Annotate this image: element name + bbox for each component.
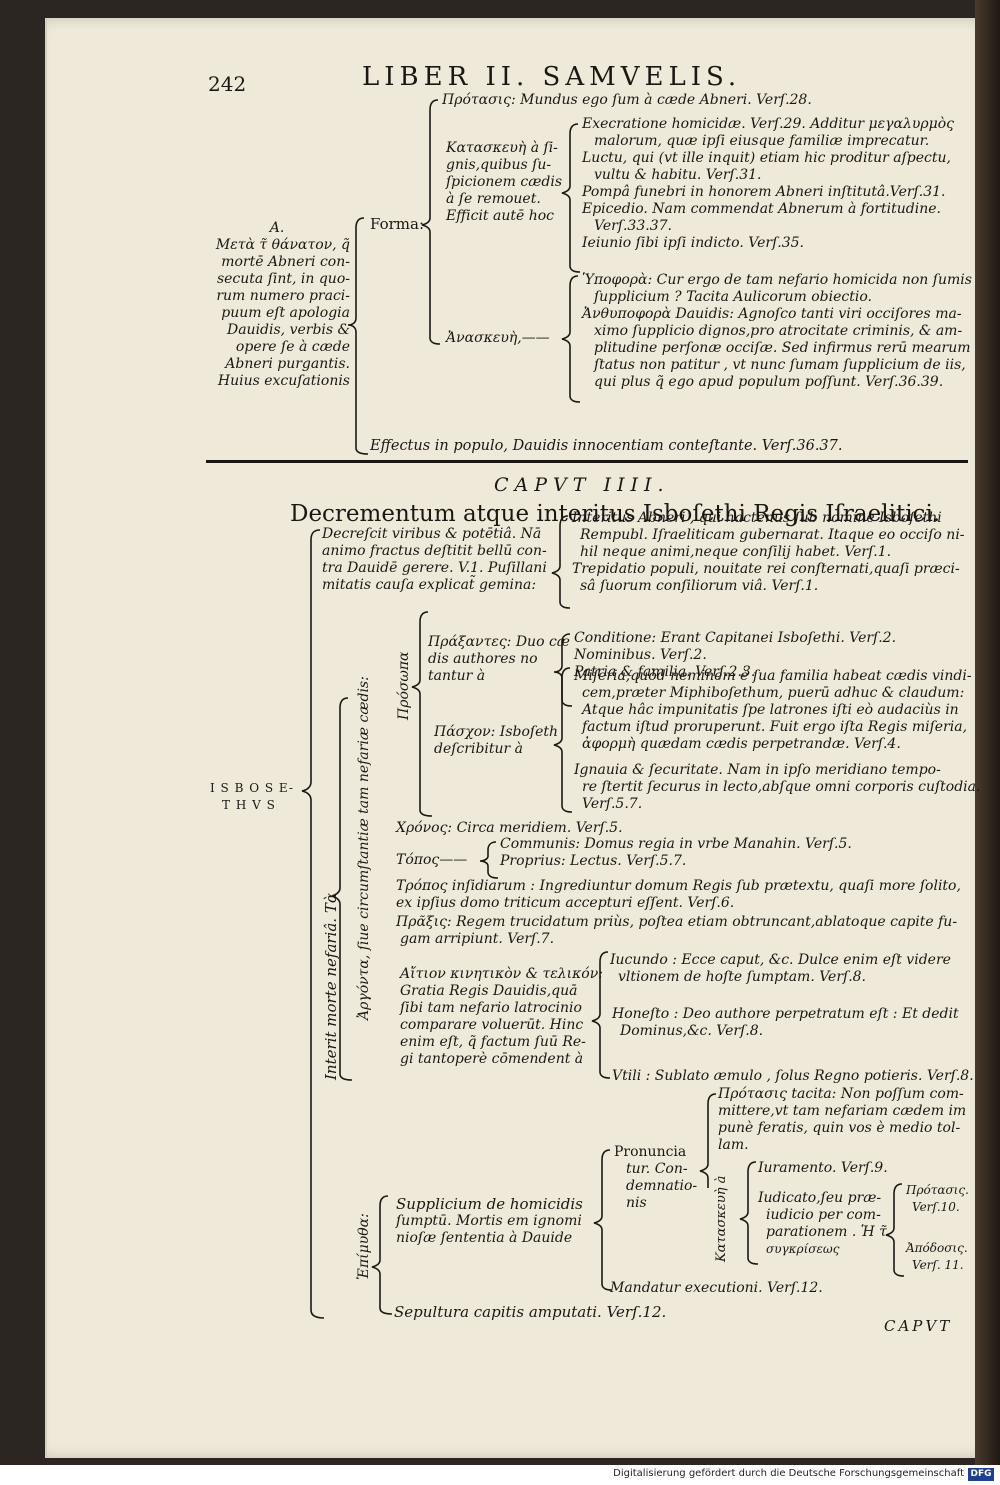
footer-bar: Digitalisierung gefördert durch die Deut… xyxy=(0,1465,1000,1485)
protasis-tacita-block: Πρότασις tacita: Non poſſum com- mittere… xyxy=(718,1086,967,1153)
sepultura-line: Sepultura capitis amputati. Verſ.12. xyxy=(394,1303,667,1321)
kataskeue-vertical: Κατασκευὴ à xyxy=(714,1175,729,1262)
running-title: LIBER II. SAMVELIS. xyxy=(362,62,742,92)
s2-root: I S B O S E- T H V S xyxy=(210,781,294,812)
decrescit-block: Decreſcit viribus & potētiâ. Nā animo fr… xyxy=(322,526,547,593)
mandatur-line: Mandatur executioni. Verſ.12. xyxy=(610,1280,823,1296)
vtili-line: Vtili : Sublato æmulo , ſolus Regno poti… xyxy=(612,1068,974,1084)
kataskeue-block: Κατασκευὴ à ſi- gnis,quibus ſu- ſpicione… xyxy=(446,140,563,224)
iucundo-block: Iucundo : Ecce caput, &c. Dulce enim eſt… xyxy=(610,952,951,985)
epimythia-vertical: Ἐπίμυθα: xyxy=(356,1213,372,1280)
topos-items: Communis: Domus regia in vrbe Manahin. V… xyxy=(500,836,852,869)
aition-block: Αἴτιον κινητικὸν & τελικόν: Gratia Regis… xyxy=(400,966,603,1067)
book-page xyxy=(45,18,992,1458)
paschon-block: Πάσχον: Isboſeth deſcribitur à xyxy=(434,724,559,757)
apodosis-block: Ἀπόδοσις. Verſ. 11. xyxy=(906,1241,968,1272)
interit-vertical: Interit morte nefariâ. Τὰ xyxy=(322,893,340,1080)
section-rule xyxy=(206,460,968,463)
miseria-block: Miſeria,quòd neminem è ſua familia habea… xyxy=(574,668,972,752)
footer-text: Digitalisierung gefördert durch die Deut… xyxy=(613,1468,964,1479)
prosopa-vertical: Πρόσωπα xyxy=(396,651,412,721)
decrescit-items: Interitus Abneri , qui hactenus ſub nomi… xyxy=(572,510,965,594)
praxis-block: Πρᾶξις: Regem trucidatum priùs, poſtea e… xyxy=(396,914,958,947)
topos-label: Τόπος—— xyxy=(396,852,468,868)
ignauia-block: Ignauia & ſecuritate. Nam in ipſo meridi… xyxy=(574,762,981,812)
s1-root: A. Μετὰ τ̃ θάνατον, q̃ mortē Abneri con-… xyxy=(215,220,350,389)
prattontes-items: Conditione: Erant Capitanei Isboſethi. V… xyxy=(574,630,897,680)
iudicato-block: Iudicato,ſeu præ- iudicio per com- parat… xyxy=(758,1190,887,1256)
chapter-title: Decrementum atque interitus Isboſethi Re… xyxy=(290,501,941,527)
catchword: CAPVT xyxy=(884,1317,953,1335)
pronuncia-block: Pronuncia tur. Con- demnatio- nis xyxy=(614,1144,698,1211)
effectus-line: Effectus in populo, Dauidis innocentiam … xyxy=(370,438,843,454)
prattontes-block: Πράξαντες: Duo cæ dis authores no tantur… xyxy=(428,634,570,684)
protasis3-block: Πρότασις. Verſ.10. xyxy=(906,1183,969,1214)
chronos-line: Χρόνος: Circa meridiem. Verſ.5. xyxy=(396,820,623,836)
argonta-vertical: Ἀργόντα, ſiue circumſtantiæ tam nefariæ … xyxy=(356,676,372,1020)
book-edge xyxy=(975,0,1000,1465)
honesto-block: Honeſto : Deo authore perpetratum eſt : … xyxy=(612,1006,959,1039)
anaskeue-label: Ἀνασκευὴ,—— xyxy=(446,330,550,346)
kataskeue-items: Execratione homicidæ. Verſ.29. Additur μ… xyxy=(582,116,954,251)
supplicium-block: Supplicium de homicidis ſumptū. Mortis e… xyxy=(396,1195,583,1247)
tropos-block: Τρόπος inſidiarum : Ingrediuntur domum R… xyxy=(396,878,961,911)
anaskeue-items: Ὑποφορὰ: Cur ergo de tam nefario homicid… xyxy=(582,272,972,390)
protasis-line: Πρότασις: Mundus ego ſum à cæde Abneri. … xyxy=(442,92,812,108)
dfg-logo-icon: DFG xyxy=(968,1468,994,1481)
forma-label: Forma: xyxy=(370,215,425,233)
chapter-label: CAPVT IIII. xyxy=(494,474,670,496)
page-number: 242 xyxy=(208,72,247,96)
iuramento-line: Iuramento. Verſ.9. xyxy=(758,1160,888,1176)
